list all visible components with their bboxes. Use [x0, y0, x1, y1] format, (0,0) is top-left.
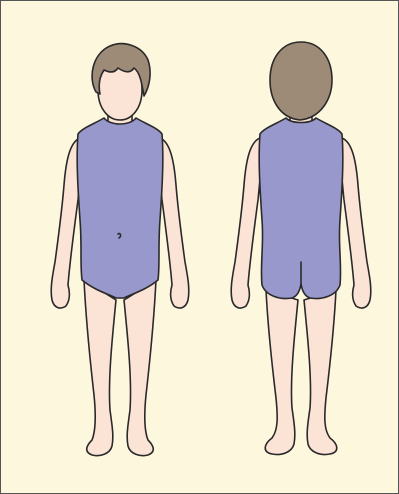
- front-right-leg: [124, 280, 156, 456]
- back-hair: [270, 42, 332, 120]
- back-right-leg: [304, 290, 337, 455]
- front-swimsuit: [77, 118, 163, 298]
- back-left-leg: [265, 290, 298, 455]
- back-view-figure: [231, 42, 371, 455]
- front-view-figure: [51, 44, 189, 456]
- front-left-leg: [84, 280, 116, 456]
- back-right-arm: [340, 138, 371, 308]
- back-left-arm: [231, 138, 262, 308]
